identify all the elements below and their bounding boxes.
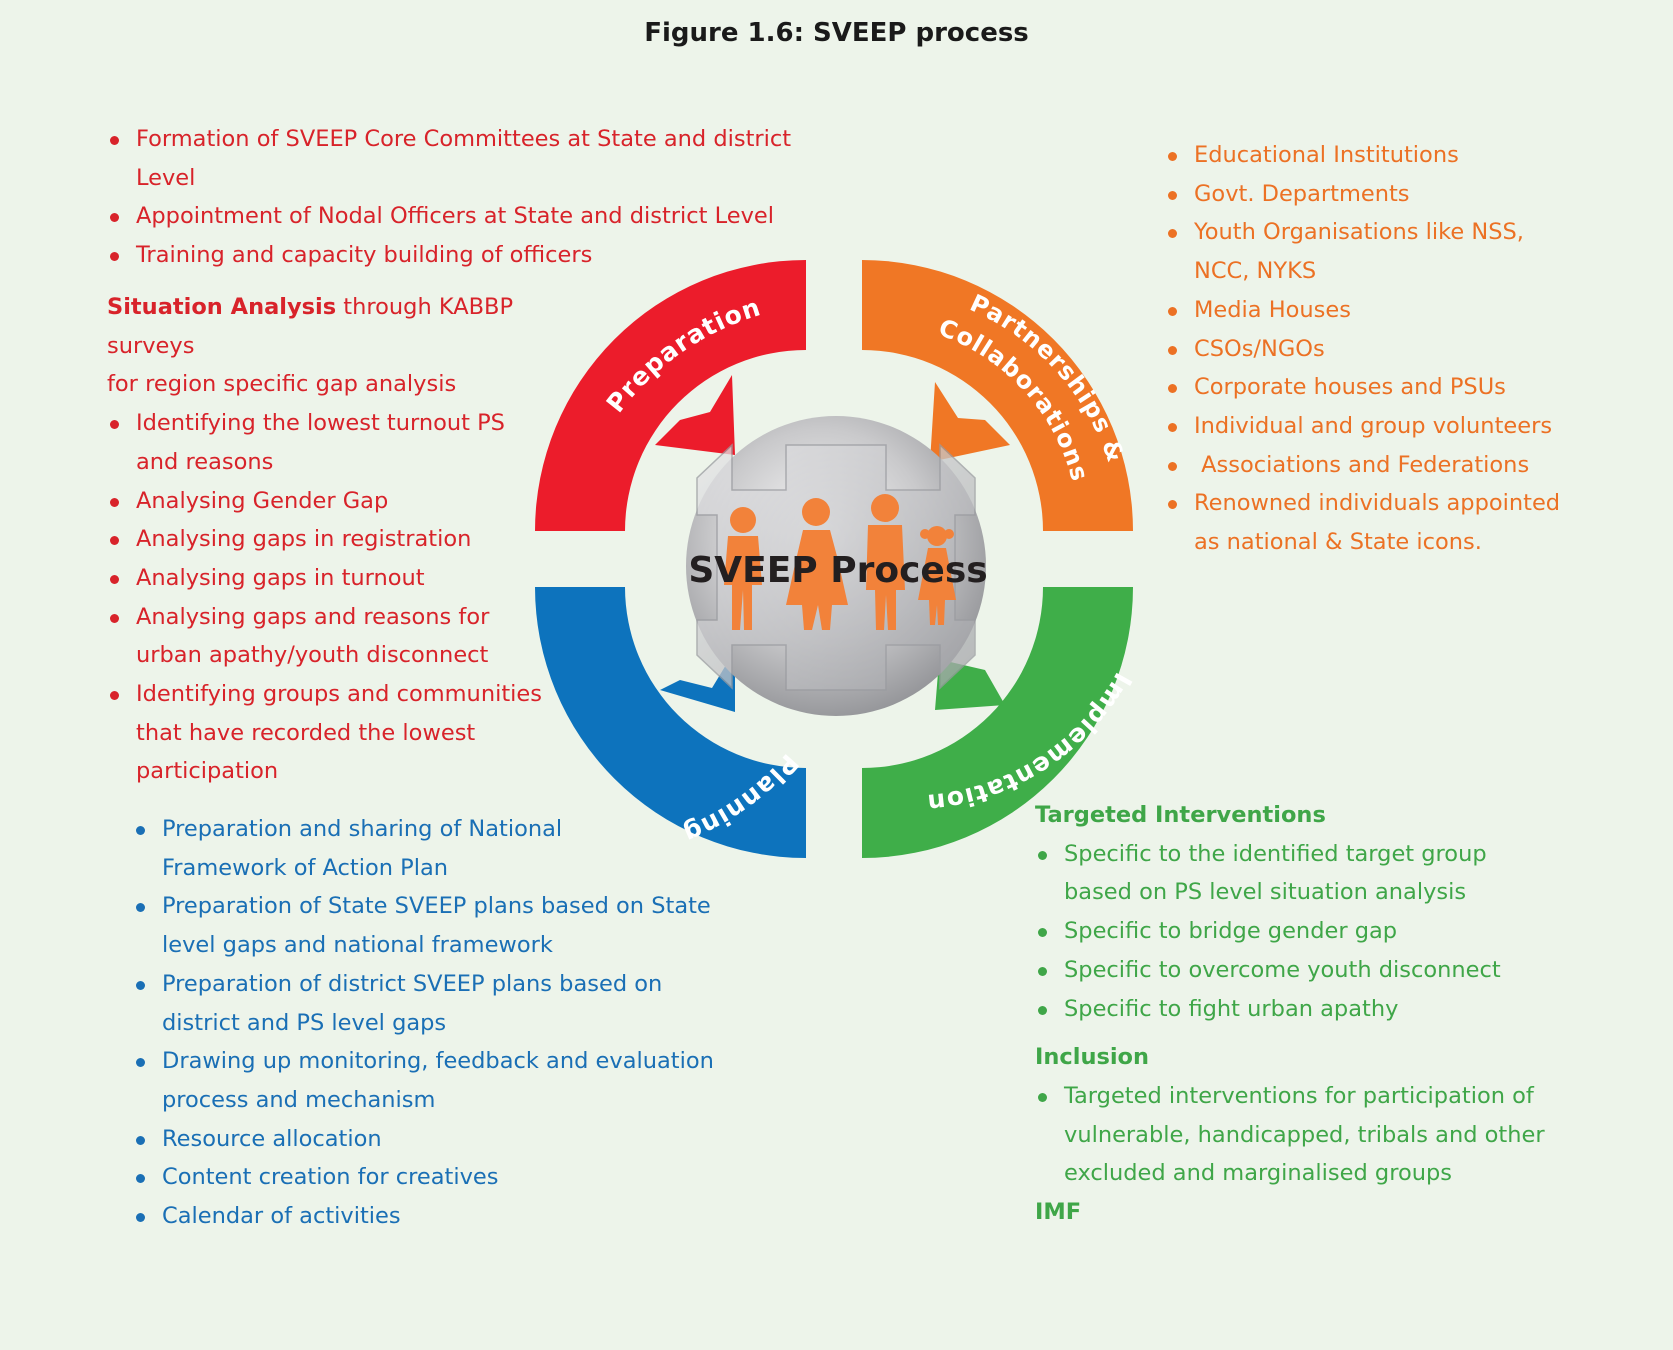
list-item: district and PS level gaps — [162, 1009, 447, 1036]
quadrant-planning — [535, 587, 806, 858]
imf-heading: IMF — [1035, 1199, 1082, 1226]
list-item: Preparation and sharing of National — [133, 810, 753, 849]
list-item: Specific to the identified target group — [1035, 835, 1635, 874]
list-item: Drawing up monitoring, feedback and eval… — [133, 1042, 753, 1081]
list-item: Identifying the lowest turnout PS — [107, 404, 577, 443]
list-item: Specific to overcome youth disconnect — [1035, 951, 1635, 990]
list-item: NCC, NYKS — [1194, 258, 1317, 285]
targeted-interventions-heading: Targeted Interventions — [1035, 802, 1326, 828]
arrow-partnerships — [930, 382, 1010, 462]
list-item: Educational Institutions — [1165, 136, 1635, 175]
list-item: based on PS level situation analysis — [1064, 879, 1467, 906]
list-item: Identifying groups and communities — [107, 675, 577, 714]
list-item: Media Houses — [1165, 291, 1635, 330]
list-item: Preparation of district SVEEP plans base… — [133, 965, 753, 1004]
list-item: Specific to bridge gender gap — [1035, 912, 1635, 951]
list-item: that have recorded the lowest — [136, 719, 476, 746]
list-item: Analysing Gender Gap — [107, 482, 577, 521]
situation-analysis-line2: for region specific gap analysis — [107, 371, 457, 398]
list-item: Targeted interventions for participation… — [1035, 1077, 1635, 1116]
arrow-preparation — [655, 375, 735, 455]
list-item: Level — [136, 164, 196, 191]
planning-list: Preparation and sharing of National Fram… — [133, 810, 753, 1236]
list-item: participation — [136, 758, 279, 785]
quadrant-partnerships — [862, 260, 1133, 531]
list-item: excluded and marginalised groups — [1064, 1160, 1453, 1187]
list-item: Govt. Departments — [1165, 175, 1635, 214]
list-item: Analysing gaps in turnout — [107, 559, 577, 598]
list-item: process and mechanism — [162, 1086, 436, 1113]
list-item: Corporate houses and PSUs — [1165, 368, 1635, 407]
list-item: Youth Organisations like NSS, — [1165, 213, 1635, 252]
list-item: Resource allocation — [133, 1120, 753, 1159]
list-item: Specific to fight urban apathy — [1035, 990, 1635, 1029]
list-item: Training and capacity building of office… — [107, 236, 807, 275]
list-item: Analysing gaps and reasons for — [107, 598, 577, 637]
figure-title: Figure 1.6: SVEEP process — [644, 18, 1029, 48]
preparation-list: Formation of SVEEP Core Committees at St… — [107, 120, 807, 275]
list-item: level gaps and national framework — [162, 932, 553, 959]
list-item: as national & State icons. — [1194, 529, 1482, 556]
list-item: Appointment of Nodal Officers at State a… — [107, 197, 807, 236]
list-item: Framework of Action Plan — [162, 854, 449, 881]
list-item: Content creation for creatives — [133, 1158, 753, 1197]
list-item: urban apathy/youth disconnect — [136, 642, 489, 669]
situation-analysis-block: Situation Analysis through KABBP surveys… — [107, 288, 577, 791]
list-item: Calendar of activities — [133, 1197, 753, 1236]
list-item: Associations and Federations — [1165, 446, 1635, 485]
inclusion-heading: Inclusion — [1035, 1044, 1150, 1071]
people-figures — [724, 494, 956, 630]
quadrant-preparation — [535, 260, 806, 531]
arrow-planning — [660, 650, 735, 712]
situation-analysis-line: Situation Analysis through KABBP surveys — [107, 294, 514, 359]
implementation-list: Targeted Interventions Specific to the i… — [1035, 796, 1635, 1232]
list-item: vulnerable, handicapped, tribals and oth… — [1064, 1121, 1545, 1148]
list-item: Renowned individuals appointed — [1165, 484, 1635, 523]
list-item: Individual and group volunteers — [1165, 407, 1635, 446]
center-label: SVEEP Process — [688, 550, 987, 591]
list-item: Analysing gaps in registration — [107, 520, 577, 559]
list-item: CSOs/NGOs — [1165, 330, 1635, 369]
partnerships-list: Educational Institutions Govt. Departmen… — [1165, 136, 1635, 562]
list-item: and reasons — [136, 448, 274, 475]
list-item: Preparation of State SVEEP plans based o… — [133, 887, 753, 926]
list-item: Formation of SVEEP Core Committees at St… — [107, 120, 807, 159]
quadrant-implementation — [862, 587, 1133, 858]
